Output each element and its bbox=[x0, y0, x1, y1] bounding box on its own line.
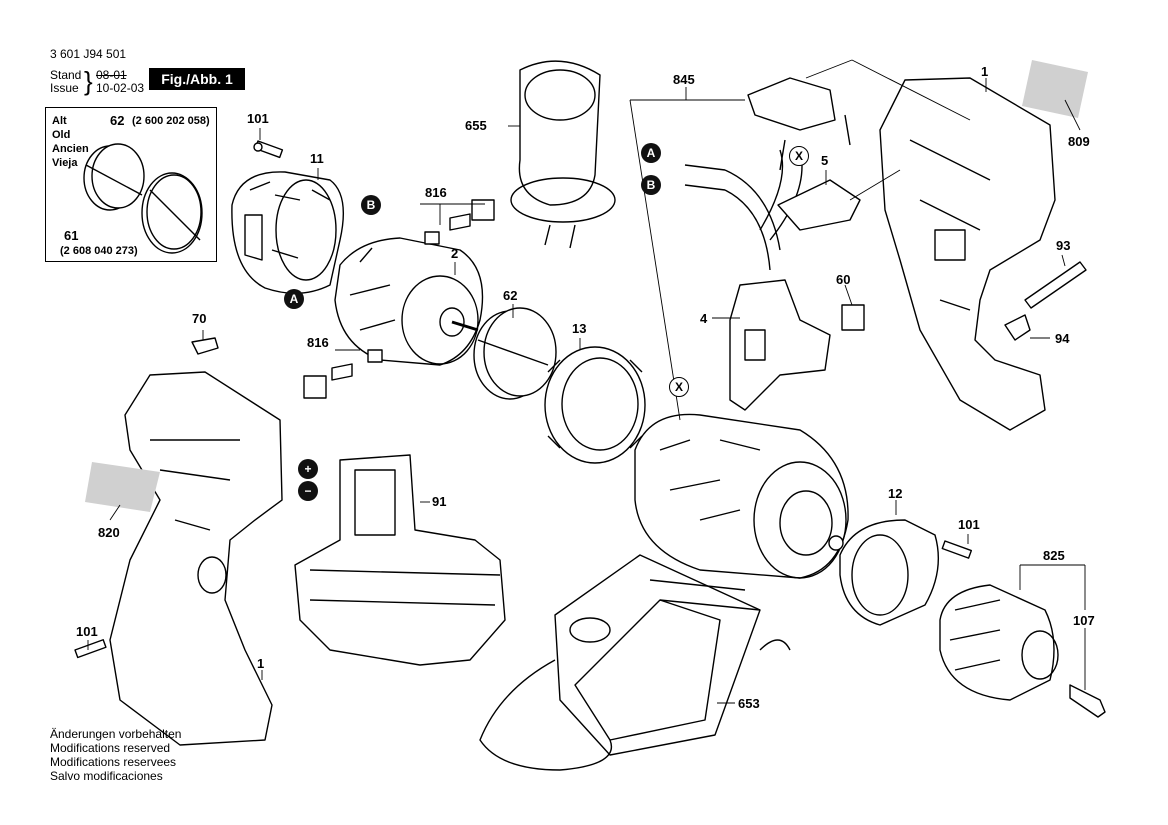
housing-half-left bbox=[109, 371, 283, 746]
old-ring-62 bbox=[83, 143, 145, 211]
connector-b-right: B bbox=[641, 175, 661, 195]
callout-91: 91 bbox=[432, 494, 447, 509]
connector-a-right: A bbox=[641, 143, 661, 163]
motor-2 bbox=[334, 237, 484, 366]
chuck-825 bbox=[939, 584, 1059, 701]
screw-107 bbox=[1069, 684, 1106, 718]
callout-107: 107 bbox=[1073, 613, 1095, 628]
brush-set-816-bottom bbox=[303, 349, 383, 399]
figure-label: Fig./Abb. 1 bbox=[149, 68, 245, 90]
callout-2: 2 bbox=[451, 246, 459, 261]
callout-60: 60 bbox=[836, 272, 851, 287]
connector-b-left: B bbox=[361, 195, 381, 215]
old-label: Old bbox=[52, 129, 71, 141]
wire-connectors bbox=[684, 164, 781, 271]
holder-655 bbox=[510, 60, 616, 249]
callout-4: 4 bbox=[700, 311, 708, 326]
callout-11: 11 bbox=[310, 151, 324, 166]
callout-1-bottom: 1 bbox=[257, 656, 265, 671]
bit-93 bbox=[1024, 261, 1087, 309]
modification-notes: Änderungen vorbehalten Modifications res… bbox=[50, 727, 181, 783]
callout-94: 94 bbox=[1055, 331, 1070, 346]
document-number: 3 601 J94 501 bbox=[50, 47, 127, 61]
callout-825: 825 bbox=[1043, 548, 1065, 563]
brace-icon: } bbox=[84, 66, 93, 96]
callout-845: 845 bbox=[673, 72, 695, 87]
alt-ref-62: 62 bbox=[110, 113, 125, 128]
screw-101-top bbox=[253, 140, 284, 159]
alternative-parts-box: Alt Old Ancien Vieja 62 (2 600 202 058) … bbox=[45, 107, 217, 262]
stand-label: Stand bbox=[50, 68, 82, 82]
alt-label: Alt bbox=[52, 115, 67, 127]
vieja-label: Vieja bbox=[52, 157, 78, 169]
block-60 bbox=[841, 304, 865, 331]
label-809 bbox=[1022, 60, 1088, 118]
callout-820: 820 bbox=[98, 525, 120, 540]
connector-a-left: A bbox=[284, 289, 304, 309]
battery-plus-terminal: + bbox=[298, 459, 318, 479]
switch-cover-845 bbox=[747, 77, 851, 171]
screw-101-bottom bbox=[74, 639, 107, 659]
brush-set-816-top bbox=[424, 199, 495, 245]
issue-label: Issue bbox=[50, 81, 79, 95]
gear-housing-11 bbox=[231, 171, 345, 295]
callout-101-top: 101 bbox=[247, 111, 269, 126]
connector-x-top: X bbox=[789, 146, 809, 166]
note-es: Salvo modificaciones bbox=[50, 769, 163, 783]
charger-653 bbox=[479, 554, 791, 771]
callout-5: 5 bbox=[821, 153, 829, 168]
clip-70 bbox=[191, 337, 219, 355]
connector-x-gearbox: X bbox=[669, 377, 689, 397]
callout-809: 809 bbox=[1068, 134, 1090, 149]
battery-91 bbox=[294, 454, 506, 666]
alt-labels: Alt Old Ancien Vieja bbox=[52, 114, 89, 170]
gear-ring-13 bbox=[544, 346, 646, 464]
note-en: Modifications reserved bbox=[50, 741, 171, 755]
callout-62: 62 bbox=[503, 288, 518, 303]
alt-ref-61: 61 bbox=[64, 228, 79, 243]
note-fr: Modifications reservees bbox=[50, 755, 177, 769]
alt-part-number-61: (2 608 040 273) bbox=[60, 245, 138, 257]
callout-13: 13 bbox=[572, 321, 587, 336]
gearbox-assembly bbox=[634, 413, 849, 579]
screw-101-right bbox=[941, 540, 973, 559]
clip-94 bbox=[1004, 314, 1031, 341]
ancien-label: Ancien bbox=[52, 143, 89, 155]
ring-62 bbox=[473, 307, 557, 400]
callout-816-top: 816 bbox=[425, 185, 447, 200]
stand-date-new: 10-02-03 bbox=[96, 81, 145, 95]
callout-70: 70 bbox=[192, 311, 207, 326]
alt-part-number-62: (2 600 202 058) bbox=[132, 115, 210, 127]
note-de: Änderungen vorbehalten bbox=[50, 727, 182, 741]
callout-653: 653 bbox=[738, 696, 760, 711]
old-ring-61 bbox=[141, 172, 203, 254]
callout-93: 93 bbox=[1056, 238, 1071, 253]
battery-minus-terminal: − bbox=[298, 481, 318, 501]
callout-655: 655 bbox=[465, 118, 487, 133]
housing-half-right bbox=[879, 77, 1056, 431]
label-820 bbox=[85, 462, 160, 512]
callout-1-top: 1 bbox=[981, 64, 989, 79]
gear-cover-12 bbox=[839, 519, 940, 626]
callout-101-bottom: 101 bbox=[76, 624, 98, 639]
clip-5 bbox=[777, 179, 861, 231]
callout-816-bottom: 816 bbox=[307, 335, 329, 350]
callout-12: 12 bbox=[888, 486, 903, 501]
callout-101-right: 101 bbox=[958, 517, 980, 532]
stand-date-old: 08-01 bbox=[96, 68, 127, 82]
leader-lines bbox=[87, 59, 1086, 704]
